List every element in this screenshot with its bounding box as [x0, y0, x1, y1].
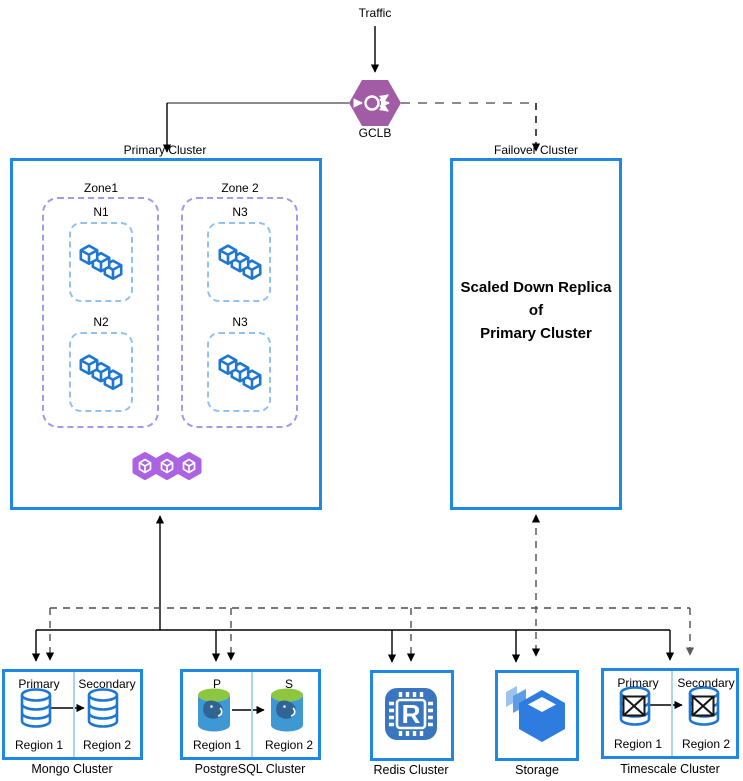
zone2-box [181, 197, 298, 428]
timescale-cluster-box: Primary Secondary Region 1 Region 2 [601, 668, 739, 759]
node-n2-box [69, 332, 133, 412]
zone1-label: Zone1 [83, 181, 119, 195]
node-n1-box [69, 222, 133, 302]
zone2-label: Zone 2 [221, 181, 259, 195]
mongo-cluster-title: Mongo Cluster [31, 762, 113, 776]
mongo-region-divider [73, 672, 75, 757]
failover-line-1: Scaled Down Replica [460, 279, 612, 296]
timescale-region1-label: Region 1 [613, 737, 663, 751]
primary-cluster-box [10, 158, 322, 510]
zone1-box [42, 197, 159, 428]
failover-line-2: of [528, 302, 544, 319]
mongo-region1-label: Region 1 [14, 738, 64, 752]
gclb-label: GCLB [358, 126, 392, 140]
redis-chip-icon: R [385, 688, 437, 740]
redis-cluster-title: Redis Cluster [373, 763, 449, 777]
node-n3b-box [207, 332, 271, 412]
timescale-cluster-title: Timescale Cluster [620, 762, 720, 776]
mongo-secondary-label: Secondary [78, 677, 136, 691]
node-n3b-label: N3 [232, 315, 248, 329]
node-n2-label: N2 [93, 315, 109, 329]
storage-icon [506, 686, 565, 742]
postgres-s-label: S [284, 677, 294, 691]
traffic-label: Traffic [358, 6, 392, 20]
timescale-secondary-label: Secondary [677, 676, 735, 690]
primary-cluster-label: Primary Cluster [123, 143, 207, 157]
postgres-p-label: P [212, 677, 222, 691]
postgres-cluster-box: P S Region 1 Region 2 [180, 669, 321, 760]
storage-title: Storage [515, 763, 559, 777]
failover-datastore-bus [45, 514, 695, 662]
mongo-region2-label: Region 2 [82, 738, 132, 752]
node-n3a-box [207, 222, 271, 302]
timescale-primary-label: Primary [617, 676, 659, 690]
failover-cluster-box: Scaled Down Replica of Primary Cluster [450, 158, 622, 510]
postgres-region-divider [251, 672, 253, 757]
storage-box [495, 670, 579, 761]
redis-letter: R [402, 699, 421, 729]
node-n1-label: N1 [93, 205, 109, 219]
timescale-region-divider [671, 671, 673, 756]
timescale-region2-label: Region 2 [681, 737, 731, 751]
postgres-cluster-title: PostgreSQL Cluster [194, 762, 306, 776]
gclb-load-balancer-icon [349, 80, 401, 126]
failover-line-3: Primary Cluster [480, 325, 592, 342]
node-n3a-label: N3 [232, 205, 248, 219]
failover-cluster-label: Failover Cluster [493, 143, 579, 157]
redis-cluster-box [370, 670, 454, 761]
postgres-region2-label: Region 2 [264, 738, 314, 752]
postgres-region1-label: Region 1 [192, 738, 242, 752]
failover-description: Scaled Down Replica of Primary Cluster [453, 276, 619, 345]
mongo-primary-label: Primary [18, 677, 60, 691]
primary-datastore-bus [31, 515, 675, 663]
mongo-cluster-box: Primary Secondary Region 1 Region 2 [2, 669, 143, 760]
